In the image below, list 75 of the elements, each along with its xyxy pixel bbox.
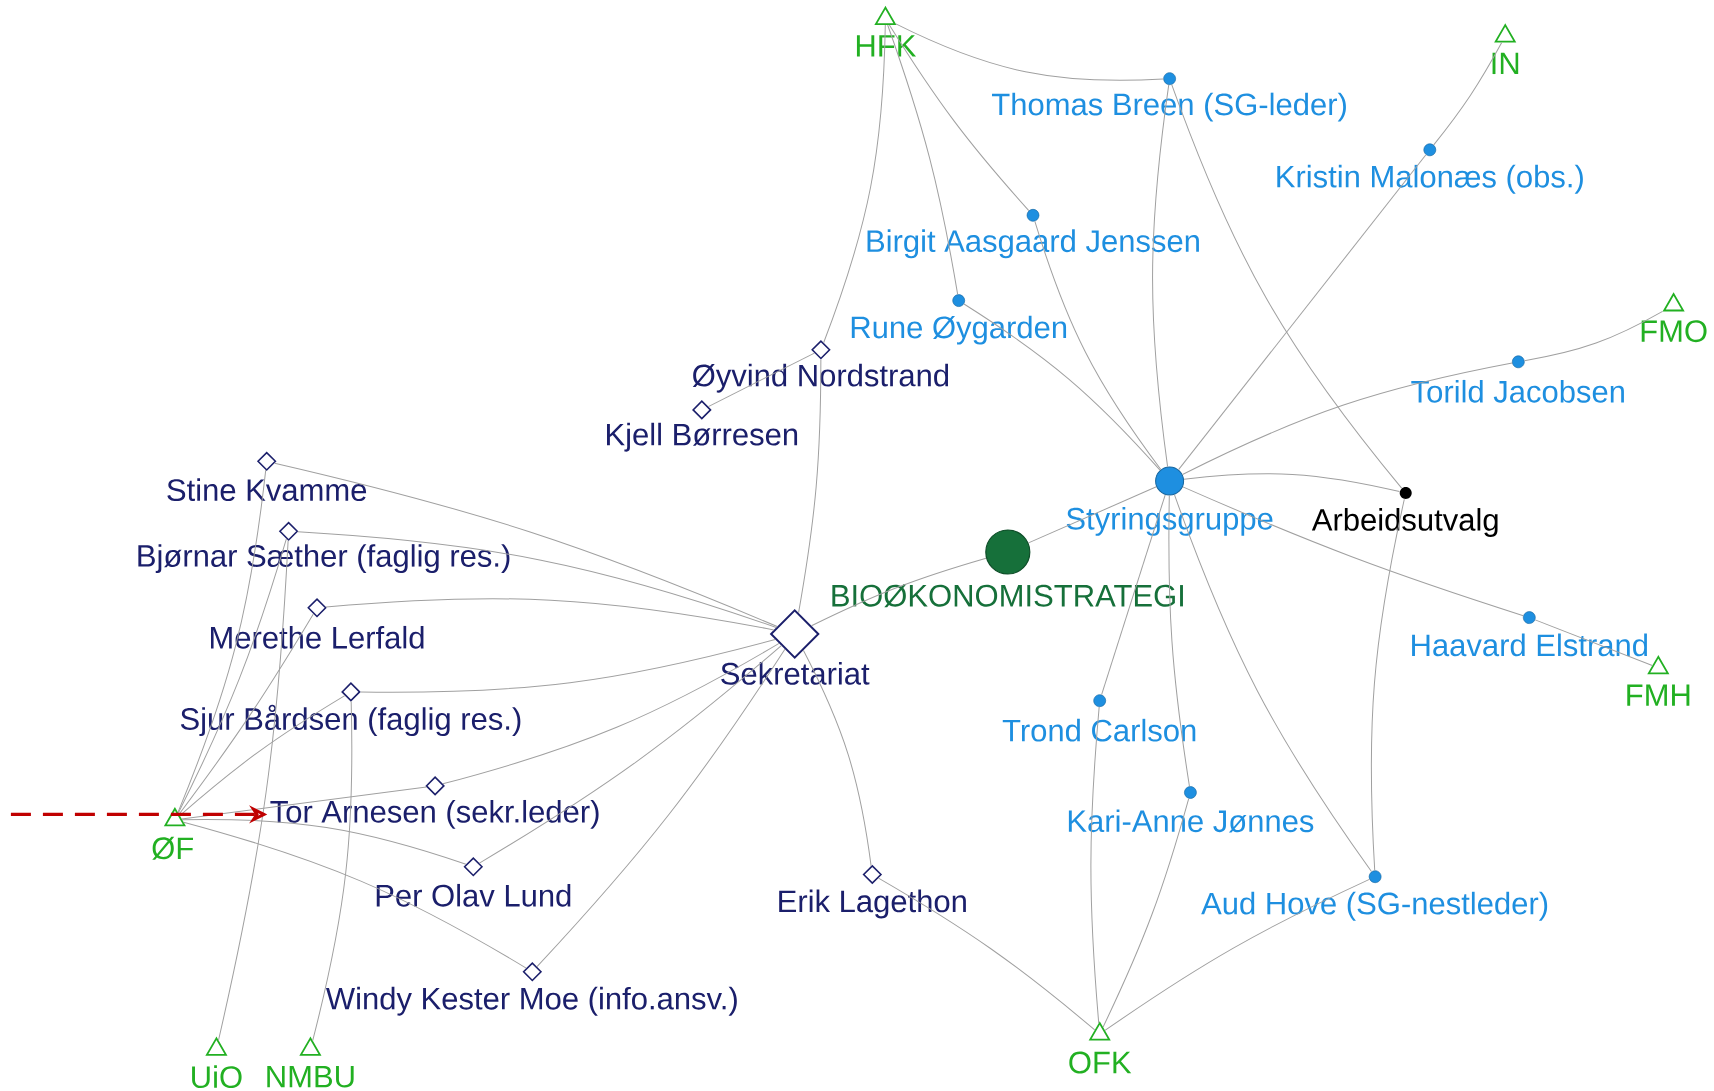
name-label: IN — [1492, 52, 1519, 75]
name-label: Trond Carlson — [1002, 718, 1196, 742]
name-label: Rune Øygarden — [851, 315, 1067, 345]
name-label: Arbeidsutvalg — [1311, 508, 1498, 537]
name-label: Sekretariat — [721, 662, 870, 685]
name-label: Styringsgruppe — [1066, 506, 1273, 536]
connector-line — [177, 538, 287, 814]
connector-line — [181, 786, 427, 820]
name-label: HFK — [856, 35, 917, 57]
connector-line — [802, 649, 872, 867]
connector-line — [325, 598, 775, 631]
connector-line — [811, 557, 987, 627]
connector-line — [274, 462, 778, 627]
name-label: Kjell Børresen — [607, 422, 798, 452]
name-label: Øyvind Nordstrand — [692, 363, 949, 393]
name-label: Erik Lagethon — [779, 889, 966, 919]
connector-line — [478, 645, 782, 864]
connector-line — [1182, 362, 1513, 475]
connector-line — [798, 359, 822, 614]
connector-line — [1433, 42, 1503, 146]
connector-line — [1152, 84, 1170, 468]
connector-line — [1101, 494, 1166, 696]
name-label: Haavard Elstrand — [1412, 633, 1647, 657]
connector-line — [297, 531, 777, 628]
connector-line — [218, 540, 289, 1041]
connector-line — [1524, 310, 1664, 362]
connector-line — [1182, 486, 1524, 617]
connector-line — [1090, 706, 1100, 1024]
connector-line — [1173, 494, 1372, 873]
connector-line — [888, 24, 1030, 212]
name-label: Thomas Breen (SG-leder) — [992, 92, 1346, 122]
connector-line — [707, 352, 815, 408]
connector-line — [1034, 220, 1162, 470]
connector-line — [878, 877, 1096, 1031]
connector-line — [183, 821, 527, 969]
connector-line — [1028, 486, 1157, 544]
connector-line — [181, 818, 467, 865]
name-label: FMO — [1641, 320, 1707, 343]
name-label: Torild Jacobsen — [1411, 379, 1624, 403]
connector-line — [823, 24, 886, 344]
connector-line — [1178, 154, 1427, 471]
connector-line — [536, 648, 786, 968]
connector-line — [312, 700, 353, 1042]
name-label: Merethe Lerfald — [211, 625, 424, 649]
connector-line — [1534, 619, 1653, 667]
name-label: Sjur Bårdsen (faglig res.) — [180, 704, 521, 737]
connector-line — [177, 469, 267, 813]
connector-line — [1171, 84, 1403, 489]
connector-line — [179, 695, 346, 816]
name-label: Aud Hove (SG-nestleder) — [1201, 891, 1548, 921]
connector-line — [1168, 495, 1190, 787]
name-label: Tor Arnesen (sekr.leder) — [270, 799, 599, 829]
name-label: NMBU — [267, 1065, 354, 1088]
connector-line — [887, 24, 959, 295]
connector-line — [360, 638, 776, 693]
name-label: Bjørnar Sæther (faglig res.) — [138, 544, 510, 574]
connector-line — [442, 642, 780, 785]
connector-line — [1102, 798, 1190, 1028]
connector-line — [895, 23, 1164, 81]
name-label: UiO — [192, 1065, 242, 1089]
name-label: Stine Kvamme — [167, 478, 367, 502]
connector-line — [1183, 473, 1400, 493]
name-label: Windy Kester Moe (info.ansv.) — [326, 986, 737, 1016]
name-label: Kristin Malonæs (obs.) — [1277, 164, 1583, 194]
connector-line — [1104, 878, 1370, 1031]
name-label: BIOØKONOMISTRATEGI — [832, 584, 1183, 608]
name-label: Kari-Anne Jønnes — [1068, 809, 1314, 833]
name-label: ØF — [152, 836, 193, 860]
connector-line — [963, 303, 1161, 471]
name-label: OFK — [1069, 1051, 1132, 1074]
connector-line — [1370, 498, 1405, 871]
name-label: Per Olav Lund — [376, 883, 571, 907]
name-label: FMH — [1627, 684, 1690, 706]
connector-line — [178, 613, 314, 815]
name-label: Birgit Aasgaard Jenssen — [867, 229, 1199, 259]
